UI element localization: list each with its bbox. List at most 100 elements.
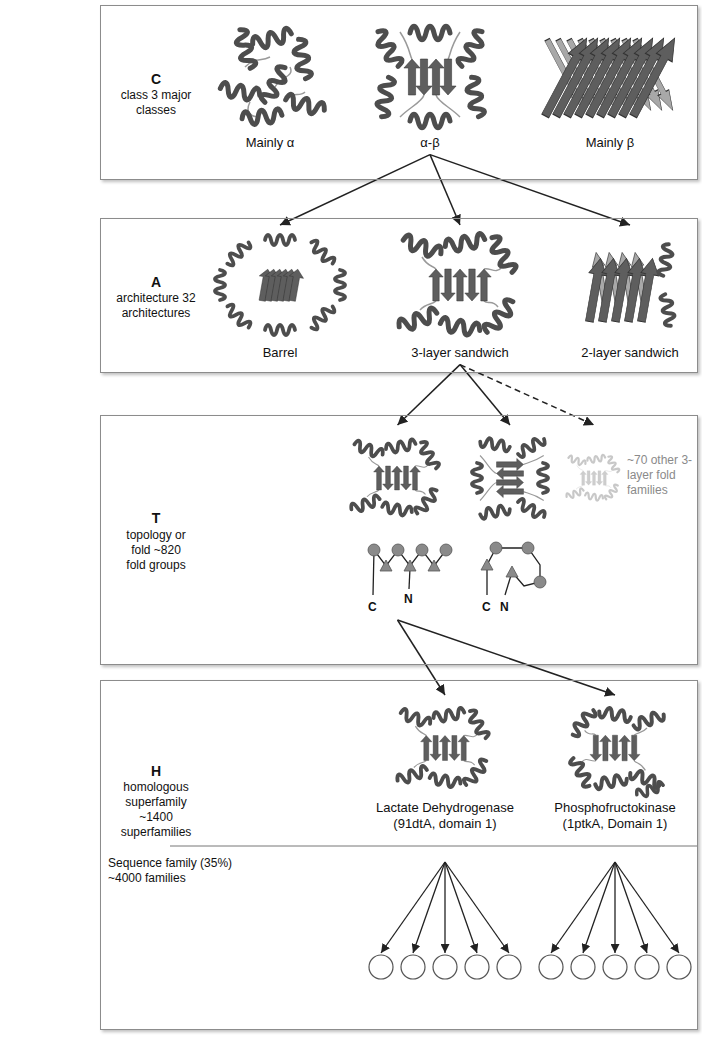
family-arrow — [444, 862, 445, 953]
structure-figure: Barrel — [200, 225, 360, 365]
fold-structure — [566, 455, 621, 502]
level-letter: H — [151, 762, 161, 780]
hierarchy-level-panel: Ttopology or fold ~820 fold groupsCNCN~7… — [100, 415, 698, 665]
family-arrows — [381, 862, 679, 953]
structure-figure: Phosphofructokinase (1ptkA, Domain 1) — [540, 695, 690, 835]
structure-figure: 3-layer sandwich — [395, 225, 525, 365]
strand-symbol — [380, 560, 392, 571]
hierarchy-arrow — [398, 620, 446, 695]
pfk-structure — [569, 706, 666, 789]
level-label-column: Hhomologous superfamily ~1400 superfamil… — [101, 762, 211, 840]
structure-caption: 2-layer sandwich — [575, 345, 685, 361]
terminus-label: N — [500, 600, 509, 614]
two-layer-structure — [581, 243, 677, 326]
topology-symbols — [368, 542, 546, 588]
mainly-beta-structure — [537, 34, 682, 120]
family-circle — [497, 955, 521, 979]
hierarchy-arrow — [430, 155, 630, 225]
strand-symbol — [404, 560, 416, 571]
structure-caption: Phosphofructokinase (1ptkA, Domain 1) — [540, 800, 690, 831]
structure-caption: 3-layer sandwich — [395, 345, 525, 361]
sequence-family-label: Sequence family (35%) ~4000 families — [108, 856, 243, 886]
structure-figure: α-β — [365, 20, 495, 155]
family-arrow — [615, 862, 647, 953]
terminus-label: C — [368, 600, 377, 614]
family-arrow — [583, 862, 615, 953]
structure-caption: Lactate Dehydrogenase (91dtA, domain 1) — [370, 800, 520, 831]
helix-symbol — [392, 544, 404, 556]
family-circle — [465, 955, 489, 979]
terminus-label: N — [404, 592, 413, 606]
fold-structure — [350, 439, 441, 517]
structure-caption: Mainly β — [545, 135, 675, 151]
three-layer-structure — [397, 233, 518, 337]
alpha-beta-structure — [372, 26, 488, 128]
helix-symbol — [490, 542, 502, 554]
family-arrow — [445, 862, 477, 953]
level-letter: T — [152, 509, 161, 527]
structure-caption: Mainly α — [215, 135, 325, 151]
divider-line — [170, 846, 698, 847]
hierarchy-level-panel: Hhomologous superfamily ~1400 superfamil… — [100, 680, 698, 1030]
topology-line — [373, 550, 446, 595]
family-arrow — [413, 862, 445, 953]
faded-fold-structure — [566, 455, 621, 502]
level-label-column: Cclass 3 major classes — [101, 70, 211, 118]
topology-line — [487, 548, 540, 595]
family-circle — [635, 955, 659, 979]
family-arrow — [615, 862, 679, 953]
strand-symbol — [428, 560, 440, 571]
pfk-helix — [635, 781, 665, 799]
ldh-structure — [396, 707, 490, 788]
family-circle — [539, 955, 563, 979]
hierarchy-level-panel: Aarchitecture 32 architecturesBarrel 3-la… — [100, 218, 698, 373]
helix-symbol — [534, 576, 546, 588]
fold-count-note: ~70 other 3-layer fold families — [627, 453, 693, 498]
family-arrow — [381, 862, 445, 953]
family-arrow — [614, 862, 615, 953]
family-circle — [433, 955, 457, 979]
family-arrow — [445, 862, 509, 953]
structure-figure: Mainly α — [215, 20, 325, 155]
structure-figure: 2-layer sandwich — [575, 225, 685, 365]
level-description: class 3 major classes — [111, 88, 201, 118]
level-label-column: Ttopology or fold ~820 fold groups — [101, 509, 211, 572]
family-circle — [369, 955, 393, 979]
hierarchy-arrow — [430, 155, 460, 225]
helix-symbol — [368, 544, 380, 556]
level-letter: C — [151, 70, 161, 88]
strand-symbol — [506, 566, 518, 577]
topology-figure: CN — [345, 425, 450, 620]
hierarchy-arrow — [398, 620, 616, 695]
strand-symbol — [481, 559, 493, 570]
level-letter: A — [151, 273, 161, 291]
fold-family-figure: ~70 other 3-layer fold families — [565, 425, 693, 535]
family-circles — [369, 955, 691, 979]
barrel-structure — [215, 235, 345, 335]
level-label-column: Aarchitecture 32 architectures — [101, 273, 211, 321]
hierarchy-arrow — [280, 155, 430, 225]
helix-symbol — [416, 544, 428, 556]
topology-figure: CN — [460, 425, 560, 620]
structure-figure: Lactate Dehydrogenase (91dtA, domain 1) — [370, 695, 520, 835]
mainly-alpha-structure — [219, 27, 326, 125]
hierarchy-level-panel: Cclass 3 major classesMainly α α-β Mainly … — [100, 5, 698, 180]
helix-symbol — [440, 544, 452, 556]
structure-figure: Mainly β — [545, 20, 675, 155]
family-circle — [401, 955, 425, 979]
level-description: architecture 32 architectures — [109, 291, 204, 321]
level-description: homologous superfamily ~1400 superfamili… — [110, 780, 202, 840]
fold-structure — [472, 435, 548, 522]
terminus-label: C — [482, 600, 491, 614]
family-circle — [667, 955, 691, 979]
helix-symbol — [522, 542, 534, 554]
structure-caption: Barrel — [200, 345, 360, 361]
structure-caption: α-β — [365, 135, 495, 151]
family-arrow — [551, 862, 615, 953]
level-description: topology or fold ~820 fold groups — [125, 528, 187, 573]
family-circle — [571, 955, 595, 979]
family-circle — [603, 955, 627, 979]
